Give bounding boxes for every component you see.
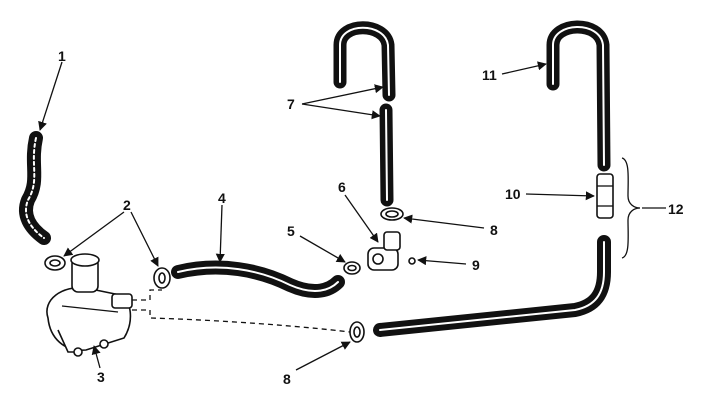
- long-drain-hose: [373, 235, 611, 337]
- callout-6: 6: [338, 179, 346, 195]
- callout-11: 11: [482, 67, 497, 83]
- brace-12: [621, 157, 641, 259]
- callout-8-lower: 8: [283, 371, 291, 387]
- hose-clamp-8-upper: [380, 207, 404, 221]
- callout-3: 3: [97, 369, 105, 385]
- callout-12: 12: [668, 201, 684, 217]
- screw: [408, 257, 416, 265]
- hose-clamp-pump: [153, 267, 171, 289]
- hose-7: [333, 21, 396, 207]
- leader-lines: [38, 61, 666, 371]
- callout-1: 1: [58, 48, 66, 64]
- hose-11: [546, 20, 611, 172]
- hose-coupling: [596, 173, 614, 219]
- callout-9: 9: [472, 257, 480, 273]
- corrugated-drain-hose: [19, 131, 51, 245]
- callout-10: 10: [505, 186, 521, 202]
- pump-outlet-dashes: [132, 289, 351, 333]
- callout-5: 5: [287, 223, 295, 239]
- callout-8-upper: 8: [490, 222, 498, 238]
- pump-hose: [171, 260, 345, 298]
- hose-connector: [367, 231, 401, 271]
- callout-7: 7: [287, 96, 295, 112]
- hose-clamp-left: [44, 255, 66, 271]
- hose-clamp-5: [343, 261, 361, 275]
- hose-clamp-8-lower: [349, 321, 365, 343]
- callout-2: 2: [123, 197, 131, 213]
- pump-assembly: [46, 253, 133, 357]
- callout-4: 4: [218, 190, 226, 206]
